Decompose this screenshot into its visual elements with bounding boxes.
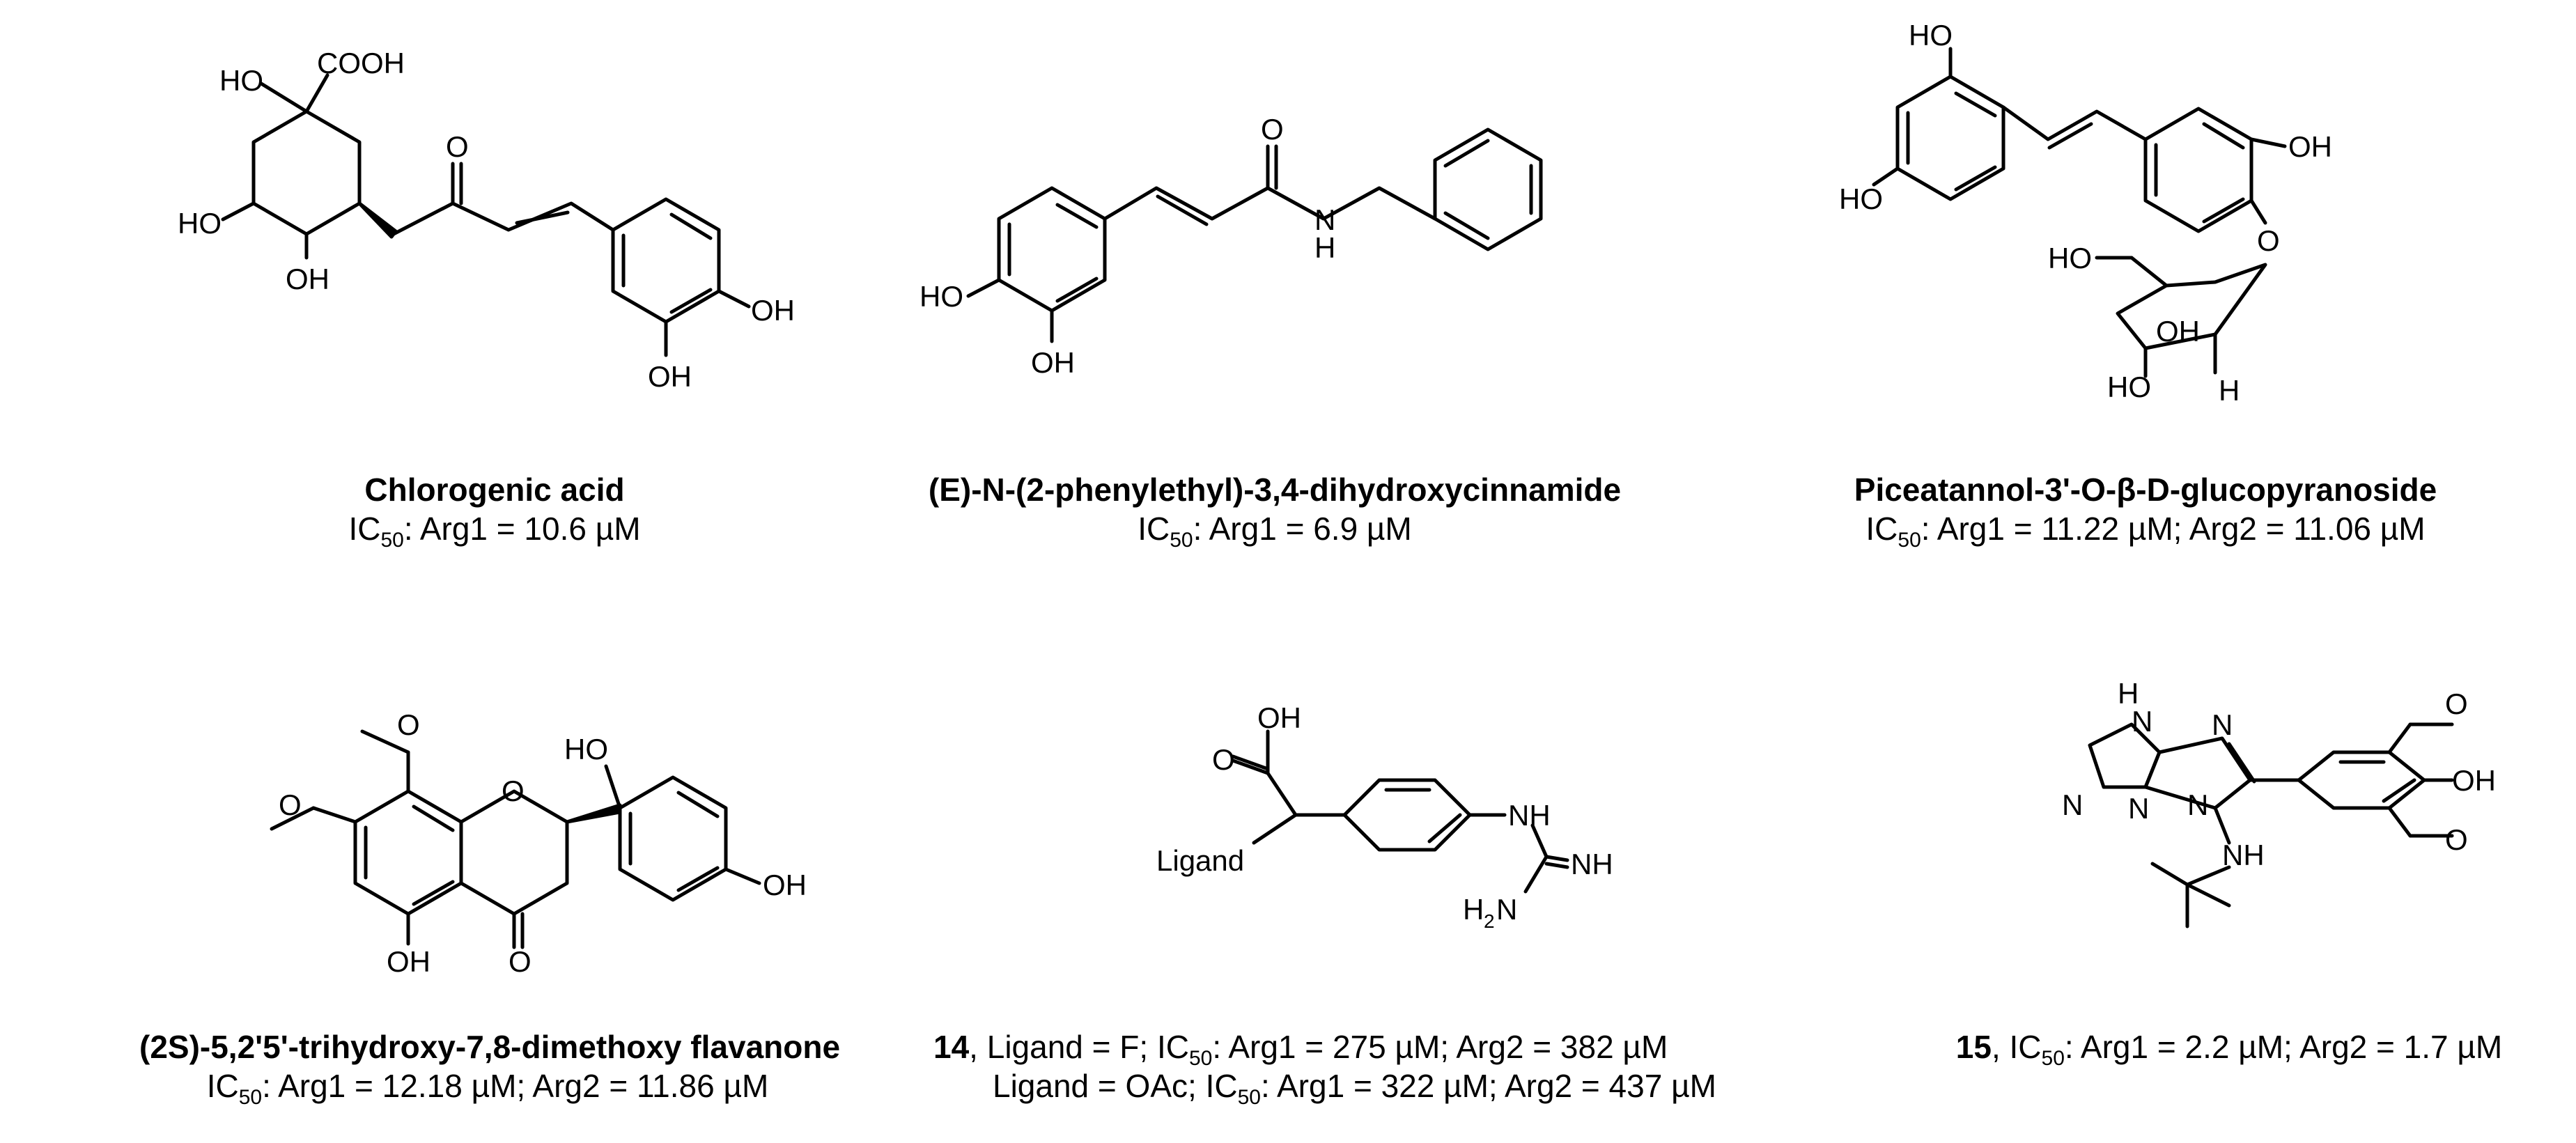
chlorogenic-label-ketone-o: O bbox=[446, 130, 469, 163]
compound14-label-n: N bbox=[1496, 893, 1517, 926]
compound15-label-n-ring: N bbox=[2187, 788, 2208, 821]
compound14-label-nh-top: NH bbox=[1508, 799, 1551, 832]
structure-piceatannol-glucoside: HO HO OH O HO OH HO H bbox=[1839, 19, 2332, 407]
compound15-label-oh: OH bbox=[2452, 764, 2496, 797]
caption-compound-14: 14, Ligand = F; IC50: Arg1 = 275 µM; Arg… bbox=[926, 1027, 1874, 1109]
compound14-label-ligand: Ligand bbox=[1156, 844, 1244, 877]
flavanone-label-oh-bottom: OH bbox=[387, 945, 430, 978]
structure-flavanone: O O O HO OH OH O bbox=[270, 708, 807, 978]
chlorogenic-label-oh-meta: OH bbox=[648, 360, 692, 393]
ic50-values: IC50: Arg1 = 11.22 µM; Arg2 = 11.06 µM bbox=[1865, 511, 2426, 552]
chlorogenic-label-ho-left: HO bbox=[178, 207, 222, 240]
caption-piceatannol-glucoside: Piceatannol-3'-O-β-D-glucopyranoside IC5… bbox=[1811, 470, 2480, 552]
ic50-values: IC50: Arg1 = 10.6 µM bbox=[348, 511, 641, 552]
structure-compound-14: OH O Ligand NH NH H 2 N bbox=[1156, 701, 1613, 932]
chlorogenic-label-ho-top: HO bbox=[219, 64, 263, 97]
piceatannol-label-h: H bbox=[2219, 374, 2240, 407]
flavanone-label-o-ketone: O bbox=[509, 945, 532, 978]
cinnamide-label-h: H bbox=[1314, 231, 1335, 264]
cinnamide-label-o: O bbox=[1261, 113, 1284, 146]
compound15-label-n-imid: N bbox=[2212, 708, 2233, 741]
flavanone-label-oh-right: OH bbox=[763, 869, 807, 901]
compound14-line-2: Ligand = OAc; IC50: Arg1 = 322 µM; Arg2 … bbox=[993, 1068, 1716, 1109]
chlorogenic-label-oh-para: OH bbox=[751, 294, 795, 327]
compound14-label-h: H bbox=[1463, 893, 1484, 926]
flavanone-label-o-ring: O bbox=[502, 775, 525, 807]
structure-compound-15: H N N N N N NH OH O O bbox=[2062, 677, 2496, 928]
piceatannol-label-ho-top: HO bbox=[1909, 19, 1953, 52]
compound15-label-n-top: N bbox=[2132, 705, 2152, 738]
caption-chlorogenic-acid: Chlorogenic acid IC50: Arg1 = 10.6 µM bbox=[230, 470, 759, 552]
piceatannol-label-ho-left: HO bbox=[1839, 182, 1883, 215]
compound15-label-n-bottom: N bbox=[2128, 792, 2149, 825]
structure-chlorogenic-acid: HO COOH HO OH O OH OH bbox=[178, 47, 795, 393]
flavanone-label-o-top: O bbox=[397, 708, 420, 741]
compound14-label-nh-right: NH bbox=[1571, 848, 1613, 880]
piceatannol-label-o: O bbox=[2257, 224, 2280, 257]
ic50-values: IC50: Arg1 = 6.9 µM bbox=[1138, 511, 1412, 552]
compound15-label-n-left: N bbox=[2062, 788, 2083, 821]
caption-compound-15: 15, IC50: Arg1 = 2.2 µM; Arg2 = 1.7 µM bbox=[1895, 1027, 2563, 1070]
piceatannol-label-ho-ch2: HO bbox=[2048, 242, 2092, 274]
piceatannol-label-oh: OH bbox=[2288, 130, 2332, 163]
compound15-label-h: H bbox=[2118, 677, 2139, 710]
ic50-values: IC50: Arg1 = 12.18 µM; Arg2 = 11.86 µM bbox=[206, 1068, 769, 1109]
compound14-label-o: O bbox=[1212, 743, 1235, 776]
flavanone-label-o-left: O bbox=[279, 788, 302, 821]
compound15-label-nh: NH bbox=[2222, 839, 2265, 871]
compound14-label-sub-2: 2 bbox=[1484, 910, 1495, 932]
compound14-label-oh: OH bbox=[1257, 701, 1301, 734]
compound-name: Piceatannol-3'-O-β-D-glucopyranoside bbox=[1854, 472, 2437, 508]
compound-name: Chlorogenic acid bbox=[364, 472, 625, 508]
compound15-label-o-bottom: O bbox=[2445, 823, 2468, 856]
compound15-label-o-top: O bbox=[2445, 687, 2468, 720]
chlorogenic-label-oh-bottom: OH bbox=[286, 263, 329, 295]
compound14-line-1: 14, Ligand = F; IC50: Arg1 = 275 µM; Arg… bbox=[933, 1029, 1668, 1070]
flavanone-label-ho: HO bbox=[564, 733, 608, 765]
caption-flavanone: (2S)-5,2'5'-trihydroxy-7,8-dimethoxy fla… bbox=[139, 1027, 841, 1109]
compound-name: (E)-N-(2-phenylethyl)-3,4-dihydroxycinna… bbox=[928, 472, 1622, 508]
compound15-line-1: 15, IC50: Arg1 = 2.2 µM; Arg2 = 1.7 µM bbox=[1955, 1029, 2503, 1070]
piceatannol-label-ho-ring: HO bbox=[2107, 371, 2151, 403]
chlorogenic-label-cooh: COOH bbox=[317, 47, 405, 79]
cinnamide-label-oh: OH bbox=[1031, 346, 1075, 379]
piceatannol-label-oh-ring: OH bbox=[2156, 315, 2200, 348]
structure-cinnamide: O N H HO OH bbox=[920, 113, 1543, 379]
cinnamide-label-ho: HO bbox=[920, 280, 963, 313]
compound-name: (2S)-5,2'5'-trihydroxy-7,8-dimethoxy fla… bbox=[139, 1029, 841, 1065]
cinnamide-label-n: N bbox=[1314, 203, 1335, 236]
caption-cinnamide: (E)-N-(2-phenylethyl)-3,4-dihydroxycinna… bbox=[926, 470, 1623, 552]
